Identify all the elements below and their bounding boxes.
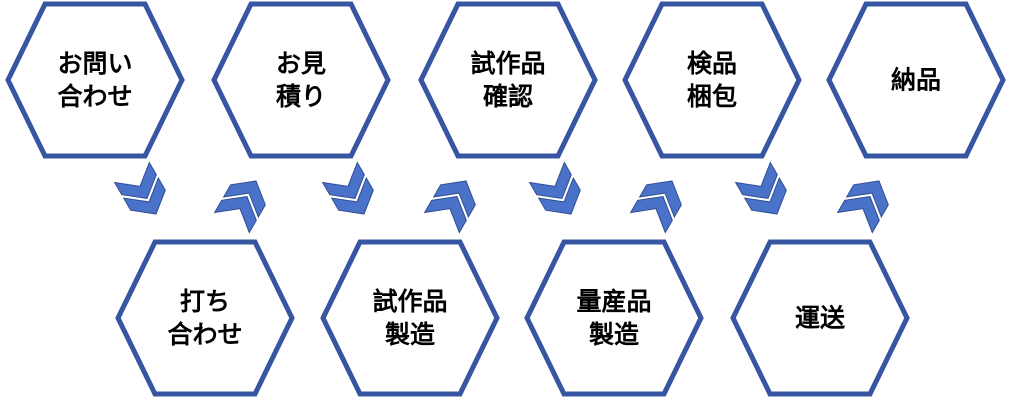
flow-arrow-7-down-icon (734, 161, 787, 215)
arrow-layer (113, 161, 889, 234)
step-hexagon (524, 239, 704, 397)
process-step-8: 運送 (730, 239, 910, 397)
flow-arrow-6-up-icon (629, 180, 682, 234)
flow-arrow-2-up-icon (213, 180, 266, 234)
flow-arrow-3-down-icon (321, 161, 374, 215)
step-label-line: 打ち (180, 287, 230, 316)
step-label-line: 納品 (891, 66, 941, 95)
step-label-line: 量産品 (576, 287, 651, 316)
step-label-line: 試作品 (372, 287, 447, 316)
step-hexagon (730, 239, 910, 397)
step-label-line: お問い (57, 49, 132, 78)
flow-arrow-4-up-icon (423, 180, 476, 234)
step-hexagon (320, 239, 500, 397)
step-hexagon (211, 1, 391, 159)
step-label-line: 試作品 (470, 49, 545, 78)
step-hexagon (826, 1, 1006, 159)
step-hexagon (115, 239, 295, 397)
step-label-line: お見 (276, 49, 326, 78)
step-label-line: 運送 (795, 304, 845, 333)
step-hexagon (418, 1, 598, 159)
flow-arrow-1-down-icon (113, 161, 166, 215)
step-label-line: 合わせ (167, 320, 242, 349)
step-label-line: 確認 (483, 82, 533, 111)
step-label-line: 合わせ (57, 82, 132, 111)
step-hexagon (622, 1, 802, 159)
step-label-line: 製造 (384, 320, 435, 349)
process-step-9: 納品 (826, 1, 1006, 159)
flow-arrow-8-up-icon (836, 180, 889, 234)
step-label-line: 積り (276, 82, 326, 111)
step-label-line: 梱包 (687, 82, 737, 111)
step-label-line: 検品 (687, 49, 737, 78)
step-hexagon (5, 1, 185, 159)
step-label-line: 製造 (588, 320, 639, 349)
flow-arrow-5-down-icon (528, 161, 581, 215)
